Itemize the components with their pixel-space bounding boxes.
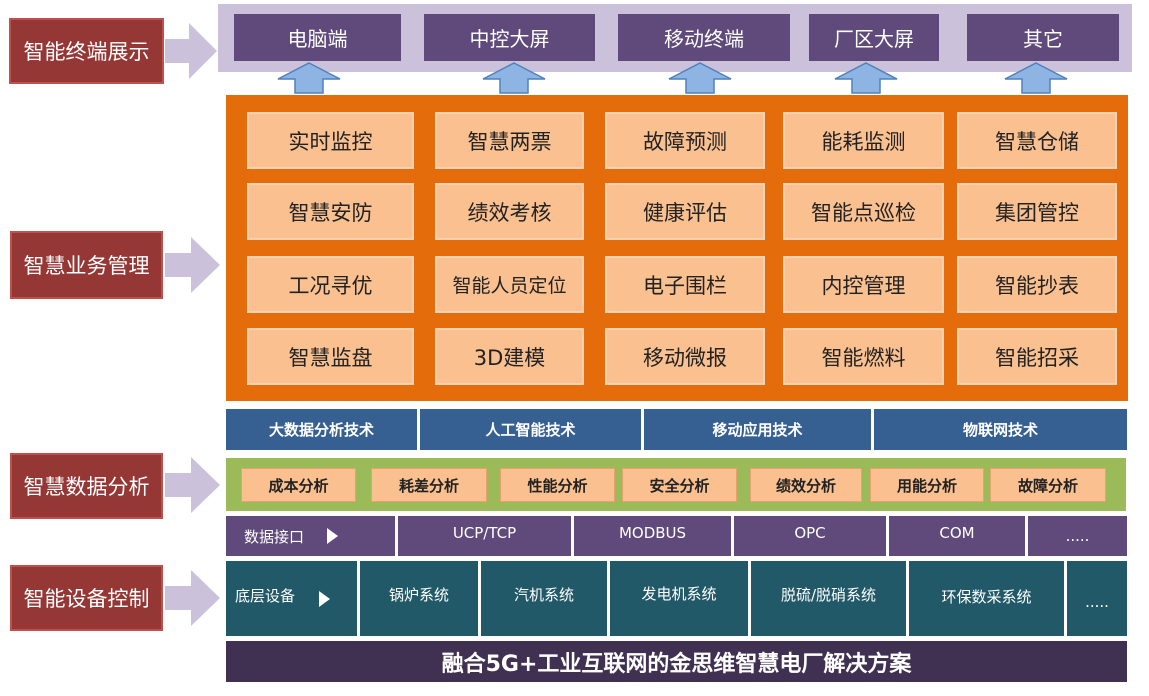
biz-electronic-fence: 电子围栏 xyxy=(605,256,765,313)
biz-personnel-positioning: 智能人员定位 xyxy=(435,256,584,313)
tech-big-data: 大数据分析技术 xyxy=(226,409,417,450)
label-device-control: 智能设备控制 xyxy=(10,565,163,631)
tech-mobile-app: 移动应用技术 xyxy=(644,409,871,450)
device-turbine: 汽机系统 xyxy=(481,561,607,636)
device-desulfurization: 脱硫/脱硝系统 xyxy=(751,561,906,636)
interface-ucp-tcp: UCP/TCP xyxy=(398,516,571,556)
up-arrow-icon xyxy=(834,62,898,94)
terminal-other: 其它 xyxy=(967,14,1119,61)
label-terminal-display: 智能终端展示 xyxy=(9,18,164,84)
device-label-cell: 底层设备 xyxy=(226,561,357,636)
biz-smart-supervision: 智慧监盘 xyxy=(247,328,414,385)
interface-label: 数据接口 xyxy=(244,527,305,546)
biz-smart-inspection: 智能点巡检 xyxy=(783,183,944,240)
device-label: 底层设备 xyxy=(235,587,296,605)
interface-more: ..... xyxy=(1028,516,1127,556)
biz-smart-warehouse: 智慧仓储 xyxy=(957,112,1117,169)
biz-fault-prediction: 故障预测 xyxy=(605,112,765,169)
device-boiler: 锅炉系统 xyxy=(360,561,478,636)
up-arrow-icon xyxy=(482,62,546,94)
biz-group-control: 集团管控 xyxy=(957,183,1117,240)
label-business-management: 智慧业务管理 xyxy=(10,231,163,299)
device-more: ..... xyxy=(1067,561,1127,636)
biz-performance-assessment: 绩效考核 xyxy=(435,183,584,240)
interface-com: COM xyxy=(889,516,1025,556)
interface-modbus: MODBUS xyxy=(574,516,731,556)
biz-3d-modeling: 3D建模 xyxy=(435,328,584,385)
biz-realtime-monitoring: 实时监控 xyxy=(247,112,414,169)
tech-iot: 物联网技术 xyxy=(874,409,1127,450)
device-generator: 发电机系统 xyxy=(610,561,748,636)
solution-title: 融合5G+工业互联网的金思维智慧电厂解决方案 xyxy=(226,641,1127,682)
up-arrow-icon xyxy=(668,62,732,94)
device-env-data-collection: 环保数采系统 xyxy=(909,561,1064,636)
right-arrow-icon xyxy=(165,23,217,79)
interface-label-cell: 数据接口 xyxy=(226,516,395,556)
terminal-pc: 电脑端 xyxy=(234,14,401,61)
play-arrow-icon xyxy=(327,528,339,544)
biz-smart-meter-reading: 智能抄表 xyxy=(957,256,1117,313)
biz-smart-two-tickets: 智慧两票 xyxy=(435,112,584,169)
analysis-safety: 安全分析 xyxy=(622,468,737,502)
biz-energy-monitoring: 能耗监测 xyxy=(783,112,944,169)
analysis-performance: 性能分析 xyxy=(500,468,615,502)
biz-internal-control: 内控管理 xyxy=(783,256,944,313)
biz-health-evaluation: 健康评估 xyxy=(605,183,765,240)
terminal-mobile: 移动终端 xyxy=(618,14,790,61)
biz-smart-security: 智慧安防 xyxy=(247,183,414,240)
up-arrow-icon xyxy=(1004,62,1068,94)
right-arrow-icon xyxy=(165,570,220,626)
label-data-analysis: 智慧数据分析 xyxy=(10,453,163,519)
biz-smart-fuel: 智能燃料 xyxy=(783,328,944,385)
tech-ai: 人工智能技术 xyxy=(420,409,641,450)
terminal-control-screen: 中控大屏 xyxy=(424,14,595,61)
analysis-consumption-gap: 耗差分析 xyxy=(371,468,487,502)
terminal-plant-screen: 厂区大屏 xyxy=(809,14,939,61)
analysis-efficiency: 绩效分析 xyxy=(750,468,862,502)
play-arrow-icon xyxy=(319,590,331,607)
analysis-energy-use: 用能分析 xyxy=(870,468,984,502)
biz-smart-procurement: 智能招采 xyxy=(957,328,1117,385)
up-arrow-icon xyxy=(277,62,341,94)
biz-condition-optimization: 工况寻优 xyxy=(247,256,414,313)
right-arrow-icon xyxy=(165,237,220,293)
right-arrow-icon xyxy=(165,457,220,513)
biz-mobile-report: 移动微报 xyxy=(605,328,765,385)
interface-opc: OPC xyxy=(734,516,886,556)
analysis-fault: 故障分析 xyxy=(990,468,1106,502)
analysis-cost: 成本分析 xyxy=(241,468,356,502)
